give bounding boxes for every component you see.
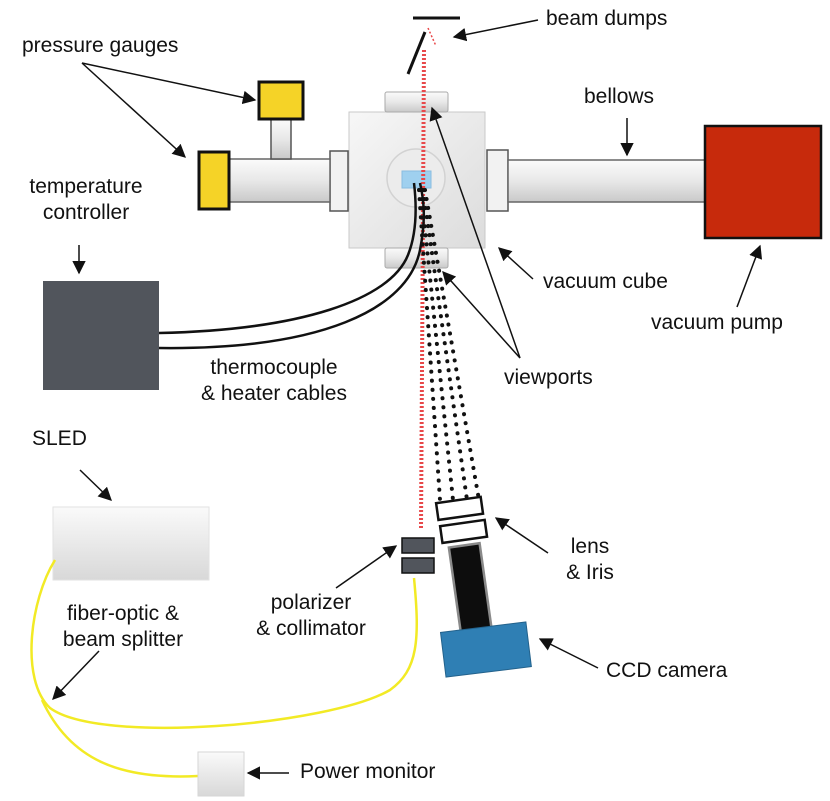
label-fiber-line2: beam splitter — [62, 628, 184, 651]
thermocouple-cable-1 — [158, 182, 417, 335]
arrow-polarizer — [335, 545, 398, 589]
viewport-top — [384, 91, 449, 113]
label-polarizer-line2: & collimator — [256, 617, 366, 640]
arrow-fiber — [52, 650, 100, 700]
polarizer — [401, 537, 435, 554]
scattered-rays — [417, 188, 481, 502]
bellows-pipe — [507, 159, 706, 203]
left-pipe — [228, 158, 331, 203]
beam-dump-slash — [406, 31, 427, 75]
beam-dump-dashed — [427, 27, 437, 47]
label-viewports: viewports — [504, 366, 593, 389]
arrow-viewport-top — [429, 106, 521, 359]
camera-tube — [447, 541, 494, 638]
label-sled: SLED — [32, 427, 87, 450]
arrow-lens — [494, 517, 549, 554]
arrow-beam-dumps — [452, 19, 539, 42]
sample — [401, 170, 432, 189]
label-pressure-gauges: pressure gauges — [22, 34, 179, 57]
label-temperature-line2: controller — [42, 201, 130, 224]
label-thermocouple-line1: thermocouple — [210, 356, 338, 379]
power-monitor — [197, 751, 245, 797]
arrow-vacuum-cube — [498, 247, 534, 280]
arrow-sled — [79, 469, 112, 501]
gauge-stem — [270, 118, 292, 160]
label-lens-line2: & Iris — [566, 561, 614, 584]
label-fiber-line1: fiber-optic & — [66, 602, 180, 625]
sled — [52, 506, 210, 581]
fiber-optic-1 — [30, 559, 418, 729]
pressure-gauge-top — [257, 80, 305, 121]
label-ccd-camera: CCD camera — [606, 659, 728, 682]
label-vacuum-cube: vacuum cube — [543, 270, 668, 293]
label-polarizer-line1: polarizer — [270, 591, 352, 614]
collimator — [401, 557, 435, 574]
left-flange — [329, 150, 349, 212]
iris — [438, 518, 489, 545]
annotation-arrows — [52, 19, 763, 780]
arrow-gauge-top — [81, 62, 257, 105]
ccd-camera-body — [439, 621, 532, 678]
label-power-monitor: Power monitor — [300, 760, 436, 783]
lens — [434, 495, 485, 522]
label-bellows: bellows — [584, 85, 655, 108]
fiber-optic-2 — [40, 699, 199, 778]
arrow-viewport-bottom — [442, 270, 521, 359]
label-fiber-optic: fiber-optic & beam splitter — [34, 601, 212, 653]
arrow-vacuum-pump — [736, 244, 763, 308]
vacuum-pump — [703, 124, 823, 240]
label-thermocouple: thermocouple & heater cables — [176, 355, 372, 407]
right-flange — [486, 149, 509, 212]
label-vacuum-pump: vacuum pump — [651, 311, 783, 334]
arrow-ccd-camera — [538, 638, 599, 669]
label-temperature-controller: temperature controller — [6, 174, 166, 226]
label-lens-line1: lens — [570, 535, 610, 558]
label-beam-dumps: beam dumps — [546, 7, 668, 30]
label-polarizer: polarizer & collimator — [236, 590, 386, 642]
label-temperature-line1: temperature — [29, 175, 143, 198]
arrow-gauge-left — [81, 62, 186, 158]
temperature-controller — [43, 281, 159, 390]
label-thermocouple-line2: & heater cables — [201, 382, 347, 405]
pressure-gauge-left — [197, 150, 231, 211]
label-lens: lens & Iris — [548, 534, 632, 586]
